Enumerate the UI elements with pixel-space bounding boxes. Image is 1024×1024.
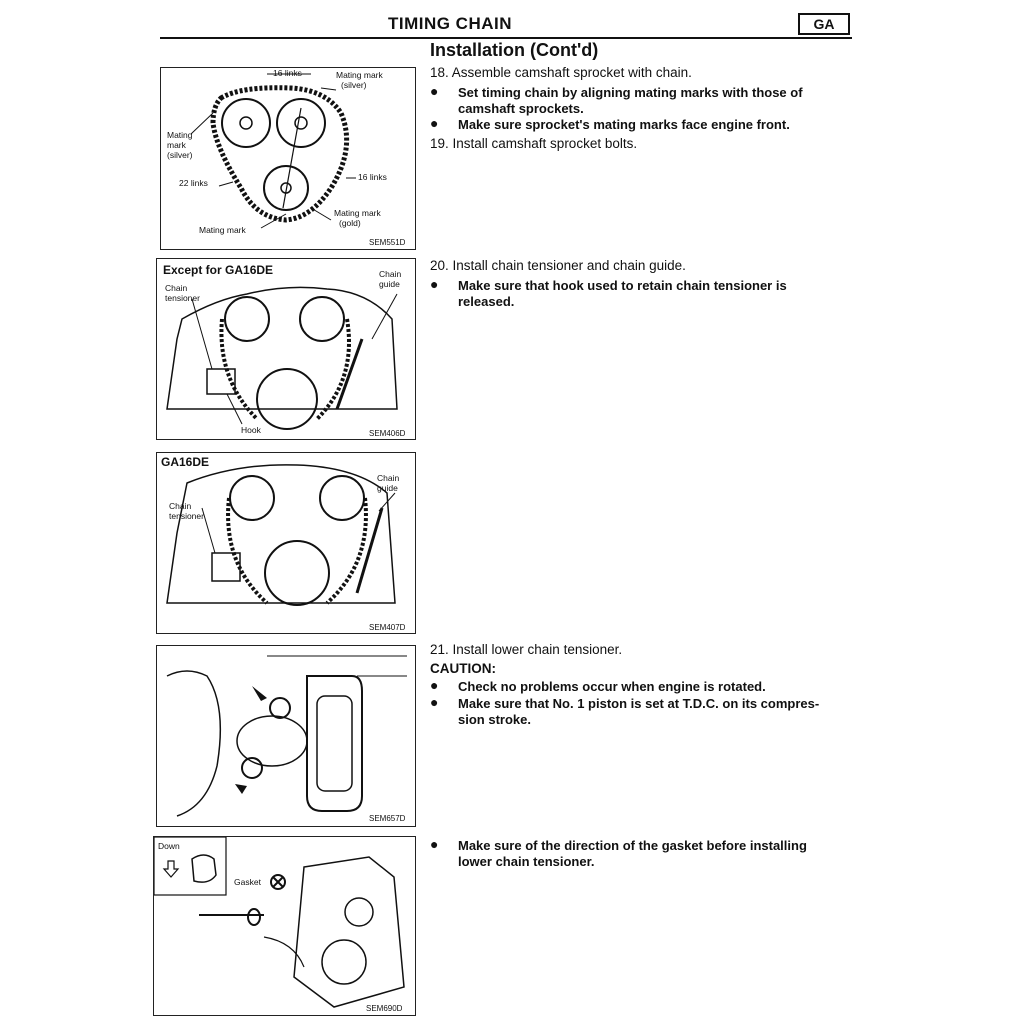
label-chain-guide-2: guide [377, 483, 398, 493]
caution-heading: CAUTION: [430, 661, 496, 676]
gasket-diagram [154, 837, 405, 1008]
label-mating-mark-silver-top: Mating mark [336, 70, 383, 80]
step-21-bullet-1: Check no problems occur when engine is r… [458, 679, 766, 694]
figure-title: GA16DE [161, 455, 210, 469]
step-20: 20. Install chain tensioner and chain gu… [430, 258, 686, 273]
label-chain-guide: Chain [379, 269, 402, 279]
label-16-links-right: 16 links [358, 172, 387, 182]
label-hook: Hook [241, 425, 261, 435]
bullet-marker: ● [430, 836, 439, 852]
label-gasket: Gasket [234, 877, 261, 887]
label-chain-tensioner-2: tensioner [165, 293, 200, 303]
step-21-bullet-2-cont: sion stroke. [458, 712, 531, 727]
label-mating-left-3: (silver) [167, 150, 193, 160]
figure-code: SEM657D [369, 814, 406, 823]
step-21-bullet-2: Make sure that No. 1 piston is set at T.… [458, 696, 820, 711]
figure-lower-chain-tensioner: SEM657D [156, 645, 416, 827]
timing-chain-diagram [190, 73, 356, 229]
label-mating-left: Mating [167, 130, 193, 140]
step-20-bullet-1: Make sure that hook used to retain chain… [458, 278, 787, 293]
label-down: Down [158, 841, 180, 851]
gasket-bullet-cont: lower chain tensioner. [458, 854, 595, 869]
figure-code: SEM551D [369, 238, 406, 247]
label-mating-mark-bottom: Mating mark [199, 225, 246, 235]
tensioner-guide-diagram [166, 286, 398, 430]
section-title: Installation (Cont'd) [430, 40, 599, 60]
label-mating-left-2: mark [167, 140, 186, 150]
figure-title: Except for GA16DE [163, 263, 274, 277]
label-mating-mark-silver-top-sub: (silver) [341, 80, 367, 90]
figure-code: SEM690D [366, 1004, 403, 1013]
header-rule [160, 37, 852, 39]
figure-code: SEM406D [369, 429, 406, 438]
step-18-bullet-2: Make sure sprocket's mating marks face e… [458, 117, 790, 132]
step-18-bullet-1-cont: camshaft sprockets. [458, 101, 584, 116]
tensioner-guide-diagram-ga16de [166, 464, 396, 606]
bullet-marker: ● [430, 276, 439, 292]
lower-tensioner-diagram [166, 655, 407, 817]
label-mating-mark-gold: Mating mark [334, 208, 381, 218]
label-mating-mark-gold-sub: (gold) [339, 218, 361, 228]
bullet-marker: ● [430, 694, 439, 710]
figure-ga16de: GA16DE Chain tensioner Chain guide SEM40… [156, 452, 416, 634]
step-18-bullet-1: Set timing chain by aligning mating mark… [458, 85, 803, 100]
step-20-bullet-1-cont: released. [458, 294, 515, 309]
bullet-marker: ● [430, 83, 439, 99]
section-badge: GA [798, 13, 850, 35]
gasket-bullet: Make sure of the direction of the gasket… [458, 838, 807, 853]
label-chain-guide-2: guide [379, 279, 400, 289]
page-header-title: TIMING CHAIN [387, 14, 513, 33]
bullet-marker: ● [430, 677, 439, 693]
label-chain-tensioner: Chain [165, 283, 188, 293]
label-16-links-top: 16 links [273, 68, 302, 78]
label-chain-tensioner-2: tensioner [169, 511, 204, 521]
figure-except-ga16de: Except for GA16DE Chain tensioner Chain … [156, 258, 416, 440]
bullet-marker: ● [430, 115, 439, 131]
label-chain-tensioner: Chain [169, 501, 192, 511]
figure-timing-chain-marks: 16 links Mating mark (silver) Mating mar… [160, 67, 416, 250]
figure-code: SEM407D [369, 623, 406, 632]
label-22-links: 22 links [179, 178, 208, 188]
step-18: 18. Assemble camshaft sprocket with chai… [430, 65, 692, 80]
step-21: 21. Install lower chain tensioner. [430, 642, 623, 657]
label-chain-guide: Chain [377, 473, 400, 483]
figure-gasket-direction: Down Gasket SEM690D [153, 836, 416, 1016]
step-19: 19. Install camshaft sprocket bolts. [430, 136, 638, 151]
